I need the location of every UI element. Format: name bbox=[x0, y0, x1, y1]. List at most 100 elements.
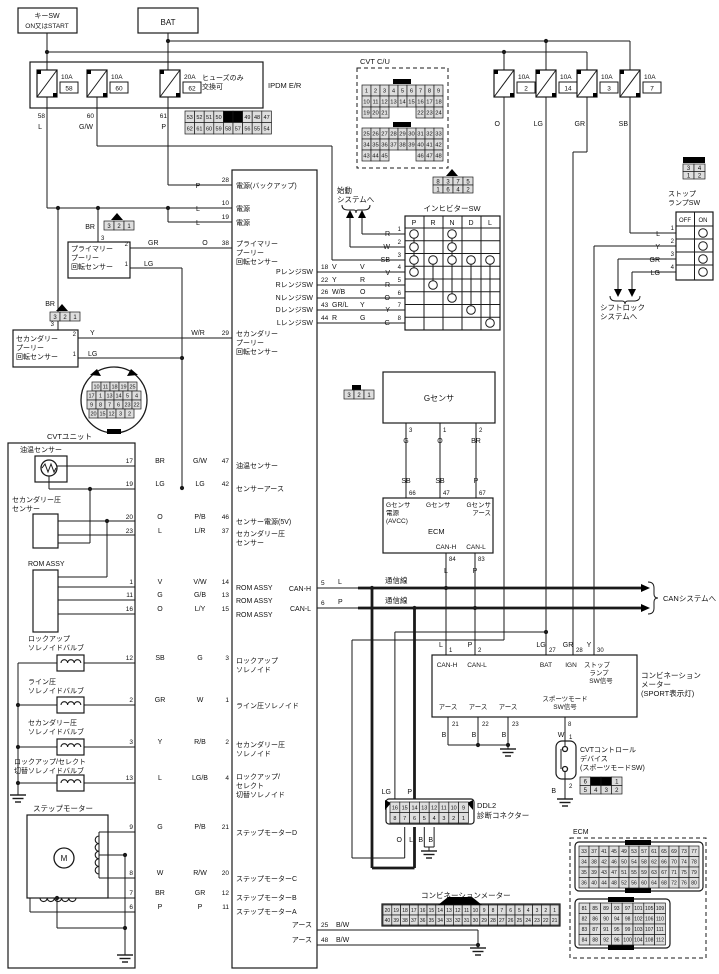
cvtcu-connector-2-pin: 26 bbox=[372, 132, 378, 138]
ipdm-connector-pin: 59 bbox=[216, 126, 222, 132]
diagram-label: 電源 bbox=[386, 508, 400, 517]
diagram-label: ランプSW bbox=[668, 199, 700, 207]
ecm-connector-1-pin: 38 bbox=[591, 860, 597, 866]
diagram-label: 1 bbox=[443, 428, 447, 434]
diagram-label: W/B bbox=[332, 289, 346, 296]
cvtcu-connector-2-pin: 48 bbox=[435, 154, 441, 160]
contact-circle bbox=[409, 267, 419, 277]
fuse-number: 3 bbox=[607, 86, 611, 93]
diagram-label: R bbox=[385, 282, 390, 289]
diagram-label: 47 bbox=[443, 491, 450, 497]
ecm-connector-2-cell bbox=[654, 934, 666, 946]
gsensor-connector-pin: 1 bbox=[367, 393, 371, 399]
cvt-unit-connector-cell bbox=[131, 399, 142, 410]
diagram-label: O bbox=[385, 295, 391, 302]
diagram-label: BAT bbox=[540, 662, 552, 669]
diagram-label: 6 bbox=[129, 904, 133, 911]
contact-circle bbox=[428, 255, 438, 265]
diagram-label: 電源(バックアップ) bbox=[236, 181, 297, 190]
diagram-label: ROM ASSY bbox=[28, 561, 65, 568]
fuse-icon bbox=[552, 93, 556, 97]
arrow-up-icon bbox=[346, 210, 354, 218]
fuse-icon bbox=[535, 69, 557, 98]
ecm-connector-2-pin: 103 bbox=[634, 927, 643, 933]
diagram-label: 4 bbox=[671, 265, 675, 271]
cvt-unit-connector-pin: 2 bbox=[128, 412, 131, 418]
component-box bbox=[56, 774, 85, 792]
diagram-label: システムへ bbox=[337, 195, 375, 204]
device-connector-pin: 3 bbox=[605, 788, 609, 794]
ecm-connector-2-pin: 92 bbox=[603, 938, 609, 944]
combo-meter-connector-pin: 24 bbox=[525, 918, 531, 924]
junction-dot bbox=[15, 780, 21, 786]
junction-dot bbox=[55, 205, 61, 211]
cvtcu-connector-1-pin: 17 bbox=[426, 100, 432, 106]
cvtcu-connector-1-pin: 5 bbox=[401, 89, 404, 95]
junction-dot bbox=[122, 925, 128, 931]
fuse-icon bbox=[636, 93, 640, 97]
diagram-label: 1 bbox=[129, 579, 133, 586]
fuse-icon bbox=[494, 70, 498, 74]
combo-meter-connector-pin: 13 bbox=[446, 908, 452, 914]
stoplamp-connector-pin: 1 bbox=[687, 174, 691, 180]
ecm-connector-2-pin: 101 bbox=[634, 906, 643, 912]
diagram-label: LG bbox=[651, 270, 660, 277]
fuse-amp-label: 20A bbox=[184, 74, 196, 81]
cvtcu-connector-2-pin: 27 bbox=[381, 132, 387, 138]
combo-meter-connector-pin: 29 bbox=[481, 918, 487, 924]
diagram-label: 15 bbox=[222, 606, 230, 613]
ecm-connector-1-cell bbox=[688, 877, 700, 889]
diagram-label: ROM ASSY bbox=[236, 598, 273, 605]
diagram-label: 28 bbox=[576, 648, 583, 654]
ecm-connector-1-pin: 58 bbox=[641, 860, 647, 866]
cvtcu-connector-1-cell bbox=[379, 106, 390, 119]
fuse-icon bbox=[176, 93, 180, 97]
diagram-label: 1 bbox=[225, 697, 229, 704]
cvt-unit-connector-pin: 14 bbox=[115, 394, 121, 400]
junction-dot bbox=[501, 49, 507, 55]
ddl2-connector-pin: 8 bbox=[393, 816, 396, 822]
junction-dot bbox=[543, 38, 549, 44]
diagram-label: 12 bbox=[126, 655, 134, 662]
diagram-label: アース bbox=[472, 509, 491, 517]
diagram-label: LG bbox=[144, 261, 153, 268]
diagram-label: 44 bbox=[321, 315, 329, 322]
combo-meter-connector-pin: 37 bbox=[411, 918, 417, 924]
diagram-label: LG bbox=[155, 481, 164, 488]
diagram-label: CAN-L bbox=[467, 662, 487, 669]
cvtcu-connector-1-pin: 8 bbox=[428, 89, 431, 95]
diagram-label: 3 bbox=[51, 322, 55, 328]
diagram-label: 回転センサー bbox=[71, 263, 113, 271]
ecm-connector-2-pin: 105 bbox=[645, 906, 654, 912]
fuse-icon bbox=[160, 70, 164, 74]
ecm-connector-1-pin: 50 bbox=[621, 860, 627, 866]
diagram-label: 1 bbox=[569, 735, 573, 741]
junction-dot bbox=[95, 205, 101, 211]
cvtcu-connector-1-pin: 19 bbox=[363, 111, 369, 117]
ecm-connector-1-pin: 37 bbox=[591, 849, 597, 855]
diagram-label: デバイス bbox=[580, 754, 608, 763]
ipdm-connector-blank bbox=[232, 110, 243, 123]
cvtcu-connector-1-pin: 6 bbox=[410, 89, 413, 95]
primary-sensor-connector-pin: 3 bbox=[107, 224, 111, 230]
diagram-label: ロックアップ/セレクト bbox=[14, 758, 86, 766]
diagram-label: ソレノイドバルブ bbox=[28, 643, 84, 652]
ecm-connector-2-pin: 83 bbox=[582, 927, 588, 933]
diagram-label: Y bbox=[332, 277, 337, 284]
diagram-label: W/R bbox=[191, 330, 205, 337]
diagram-label: 23 bbox=[512, 722, 519, 728]
combo-meter-connector-pin: 26 bbox=[508, 918, 514, 924]
diagram-label: 67 bbox=[479, 491, 486, 497]
fuse-number-box bbox=[642, 81, 662, 94]
component-box bbox=[17, 7, 78, 34]
ecm-connector-1-pin: 35 bbox=[581, 870, 587, 876]
combo-meter-connector-pin: 1 bbox=[553, 908, 556, 914]
diagram-label: B bbox=[418, 837, 423, 844]
diagram-label: G bbox=[360, 315, 365, 322]
ddl2-connector-pin: 11 bbox=[441, 805, 447, 811]
diagram-label: DレンジSW bbox=[276, 307, 314, 314]
inhibitor-connector-pin: 5 bbox=[466, 179, 470, 185]
device-connector-pin: 1 bbox=[615, 780, 619, 786]
cvtcu-connector-2-pin: 36 bbox=[381, 143, 387, 149]
diagram-label: 4 bbox=[225, 775, 229, 782]
